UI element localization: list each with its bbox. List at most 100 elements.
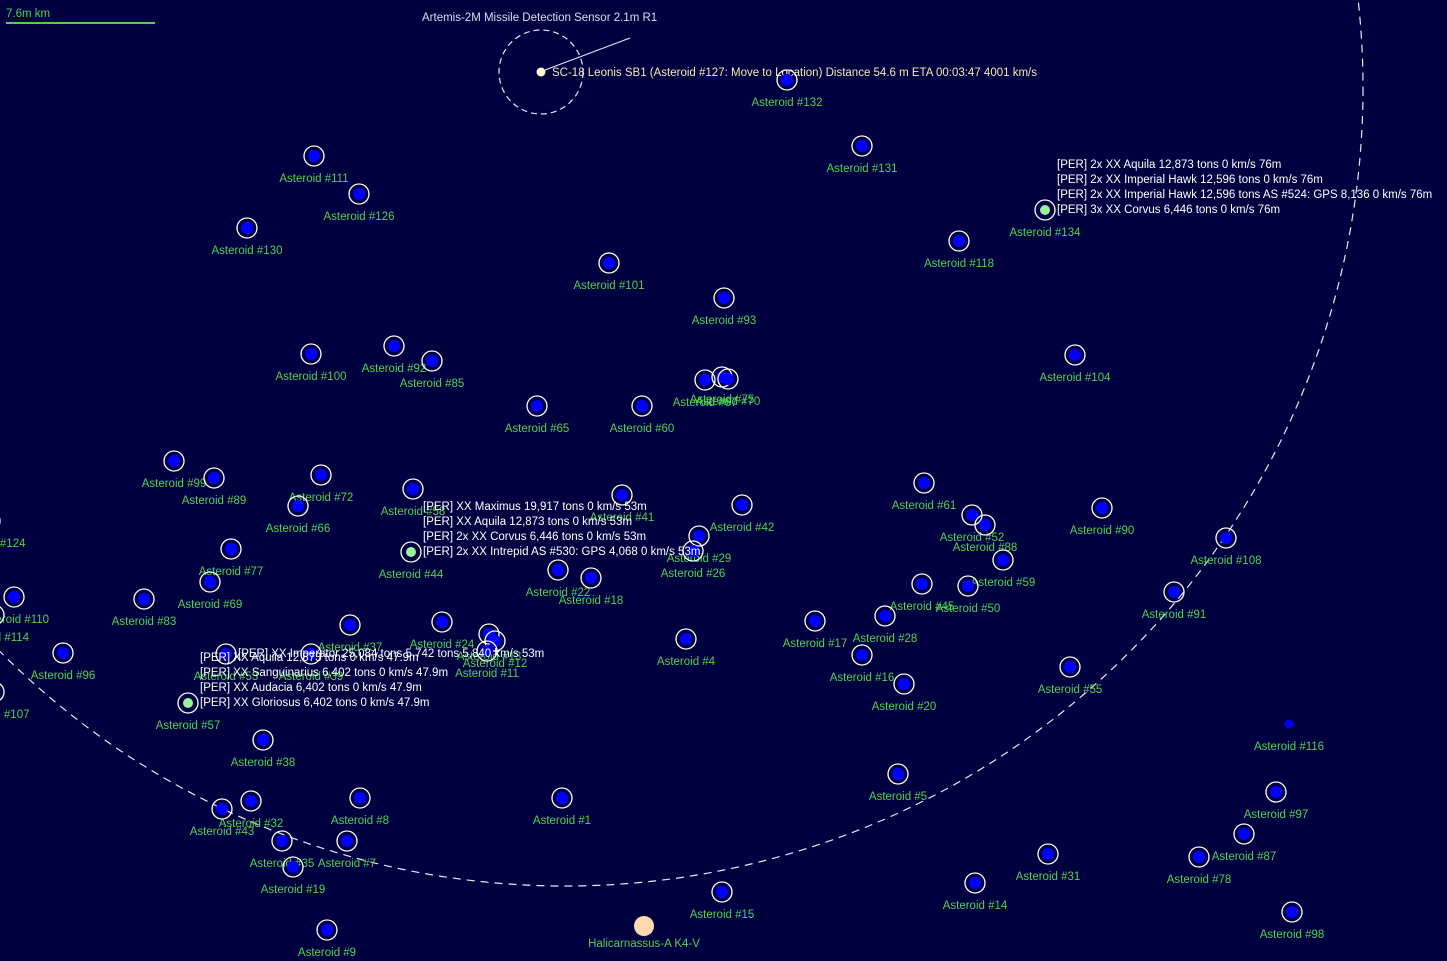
asteroid-marker[interactable]: [225, 543, 237, 555]
asteroid-contact[interactable]: Asteroid #20: [872, 673, 937, 713]
asteroid-contact[interactable]: Asteroid #100: [276, 343, 347, 383]
asteroid-contact[interactable]: Asteroid #132: [752, 69, 823, 109]
asteroid-marker[interactable]: [407, 483, 419, 495]
asteroid-marker[interactable]: [531, 400, 543, 412]
asteroid-ring[interactable]: [598, 252, 620, 274]
asteroid-contact[interactable]: Asteroid #55: [1038, 656, 1103, 696]
asteroid-marker[interactable]: [241, 222, 253, 234]
asteroid-contact[interactable]: Asteroid #42: [710, 494, 775, 534]
asteroid-marker[interactable]: [308, 150, 320, 162]
asteroid-contact[interactable]: Asteroid #116: [1254, 719, 1324, 754]
asteroid-ring[interactable]: [339, 614, 361, 636]
asteroid-marker[interactable]: [1286, 906, 1298, 918]
asteroid-ring[interactable]: [1215, 527, 1237, 549]
asteroid-marker[interactable]: [305, 648, 317, 660]
asteroid-contact[interactable]: Asteroid #93: [692, 287, 757, 327]
asteroid-ring[interactable]: [476, 640, 498, 662]
asteroid-marker[interactable]: [245, 795, 257, 807]
asteroid-ring[interactable]: [1188, 846, 1210, 868]
asteroid-ring[interactable]: [631, 395, 653, 417]
asteroid-marker[interactable]: [168, 455, 180, 467]
asteroid-marker[interactable]: [716, 886, 728, 898]
asteroid-contact[interactable]: Asteroid #66: [266, 495, 331, 535]
asteroid-marker[interactable]: [693, 530, 705, 542]
asteroid-marker[interactable]: [354, 792, 366, 804]
asteroid-ring[interactable]: [240, 790, 262, 812]
asteroid-ring[interactable]: [694, 369, 716, 391]
asteroid-contact[interactable]: Asteroid #124: [0, 511, 26, 550]
asteroid-contact[interactable]: Asteroid #58: [381, 478, 446, 518]
asteroid-ring[interactable]: [303, 145, 325, 167]
asteroid-contact[interactable]: Asteroid #89: [182, 467, 247, 507]
asteroid-ring[interactable]: [421, 350, 443, 372]
asteroid-ring[interactable]: [731, 494, 753, 516]
asteroid-ring[interactable]: [1064, 344, 1086, 366]
asteroid-marker[interactable]: [481, 645, 493, 657]
asteroid-contact[interactable]: Asteroid #111: [279, 145, 349, 185]
asteroid-marker[interactable]: [856, 649, 868, 661]
asteroid-ring[interactable]: [580, 567, 602, 589]
fleet-ring[interactable]: [400, 541, 422, 563]
asteroid-ring[interactable]: [851, 135, 873, 157]
asteroid-marker[interactable]: [1270, 786, 1282, 798]
asteroid-marker[interactable]: [979, 519, 991, 531]
asteroid-contact[interactable]: Asteroid #26: [661, 540, 726, 580]
asteroid-contact[interactable]: Asteroid #108: [1191, 527, 1262, 567]
asteroid-contact[interactable]: Asteroid #16: [830, 644, 895, 684]
asteroid-ring[interactable]: [300, 643, 322, 665]
asteroid-contact[interactable]: Asteroid #9: [298, 919, 356, 959]
star-marker[interactable]: [634, 916, 654, 936]
asteroid-marker[interactable]: [969, 877, 981, 889]
asteroid-ring[interactable]: [203, 467, 225, 489]
asteroid-marker[interactable]: [353, 188, 365, 200]
asteroid-marker[interactable]: [57, 647, 69, 659]
asteroid-contact[interactable]: Asteroid #19: [261, 856, 326, 896]
asteroid-ring[interactable]: [236, 217, 258, 239]
asteroid-contact[interactable]: Asteroid #118: [924, 230, 994, 270]
asteroid-ring[interactable]: [675, 628, 697, 650]
asteroid-ring[interactable]: [52, 642, 74, 664]
asteroid-contact[interactable]: Asteroid #87: [1212, 823, 1277, 863]
asteroid-marker[interactable]: [1168, 586, 1180, 598]
asteroid-marker[interactable]: [962, 580, 974, 592]
asteroid-marker[interactable]: [997, 554, 1009, 566]
asteroid-ring[interactable]: [611, 484, 633, 506]
asteroid-ring[interactable]: [913, 472, 935, 494]
asteroid-contact[interactable]: Asteroid #96: [31, 642, 96, 682]
fleet-contact[interactable]: Asteroid #57[PER] XX Aquila 12,873 tons …: [156, 652, 448, 732]
asteroid-contact[interactable]: Asteroid #28: [853, 605, 918, 645]
asteroid-ring[interactable]: [964, 872, 986, 894]
asteroid-contact[interactable]: Asteroid #77: [199, 538, 264, 578]
asteroid-marker[interactable]: [687, 545, 699, 557]
asteroid-marker[interactable]: [809, 615, 821, 627]
asteroid-contact[interactable]: Asteroid #7: [318, 830, 376, 870]
asteroid-marker[interactable]: [898, 678, 910, 690]
asteroid-ring[interactable]: [287, 495, 309, 517]
asteroid-marker[interactable]: [436, 616, 448, 628]
asteroid-contact[interactable]: Asteroid #37: [318, 614, 383, 654]
asteroid-ring[interactable]: [1233, 823, 1255, 845]
asteroid-contact[interactable]: Asteroid #114: [0, 605, 30, 644]
asteroid-marker[interactable]: [305, 348, 317, 360]
asteroid-contact[interactable]: Asteroid #11: [455, 640, 519, 680]
asteroid-contact[interactable]: Asteroid #69: [178, 571, 243, 611]
fleet-ring[interactable]: [177, 692, 199, 714]
asteroid-marker[interactable]: [892, 768, 904, 780]
asteroid-marker[interactable]: [616, 489, 628, 501]
asteroid-ring[interactable]: [215, 643, 237, 665]
asteroid-marker[interactable]: [8, 591, 20, 603]
asteroid-contact[interactable]: Asteroid #70: [696, 368, 761, 408]
asteroid-marker[interactable]: [722, 373, 734, 385]
asteroid-contact[interactable]: Asteroid #88: [953, 514, 1018, 554]
asteroid-marker[interactable]: [699, 374, 711, 386]
fleet-contact[interactable]: Asteroid #134[PER] 2x XX Aquila 12,873 t…: [1010, 159, 1433, 239]
asteroid-marker[interactable]: [1284, 719, 1294, 729]
asteroid-marker[interactable]: [1064, 661, 1076, 673]
asteroid-contact[interactable]: Asteroid #1: [533, 787, 591, 827]
asteroid-ring[interactable]: [133, 588, 155, 610]
asteroid-contact[interactable]: Asteroid #97: [1244, 781, 1309, 821]
asteroid-marker[interactable]: [680, 633, 692, 645]
fleet-contact[interactable]: Asteroid #44[PER] XX Maximus 19,917 tons…: [379, 501, 701, 581]
asteroid-ring[interactable]: [992, 549, 1014, 571]
asteroid-contact[interactable]: Asteroid #131: [827, 135, 898, 175]
